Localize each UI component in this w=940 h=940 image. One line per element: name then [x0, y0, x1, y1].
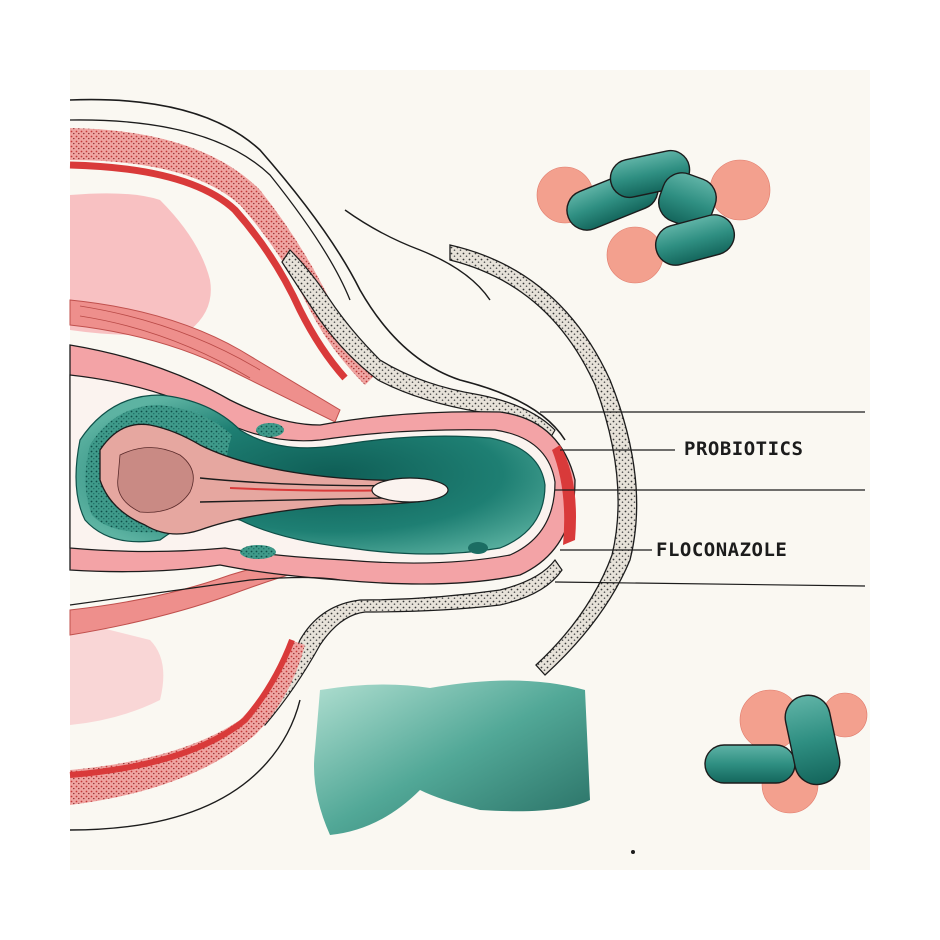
- outer-contour-line-2: [69, 119, 351, 301]
- teal-speck: [240, 545, 276, 559]
- lower-red-line: [69, 638, 295, 778]
- ink-dot: [631, 850, 635, 854]
- canal-end-white: [371, 477, 449, 503]
- capsule-cluster-icon: [536, 149, 771, 284]
- capsule-pill: [566, 149, 736, 266]
- capsule-cluster-icon: [704, 689, 868, 814]
- lower-contour-line: [69, 699, 301, 831]
- pink-wash-upper: [70, 193, 211, 335]
- label-probiotics: PROBIOTICS: [684, 438, 803, 460]
- leader-line: [554, 581, 866, 587]
- upper-red-line: [69, 161, 348, 381]
- inner-contour-line: [344, 209, 491, 301]
- teal-speck: [256, 423, 284, 437]
- teal-watercolor-wash: [314, 680, 590, 835]
- upper-red-stippled-band: [70, 128, 380, 385]
- upper-muscle-fibers: [69, 299, 341, 423]
- fiber-line: [79, 315, 251, 379]
- right-stippled-arc: [449, 244, 638, 676]
- right-red-strip: [552, 445, 576, 545]
- spike-burst: [536, 159, 771, 284]
- lower-red-stippled-band: [70, 640, 305, 805]
- lower-contour-line-2: [69, 576, 341, 606]
- capsule-pill: [704, 694, 841, 786]
- pink-wash-lower: [70, 620, 164, 725]
- label-fluconazole: FLOCONAZOLE: [656, 539, 787, 561]
- outer-contour-line: [69, 98, 566, 441]
- fiber-line: [79, 305, 261, 371]
- cervix-inner: [117, 447, 194, 513]
- teal-speck: [468, 542, 488, 554]
